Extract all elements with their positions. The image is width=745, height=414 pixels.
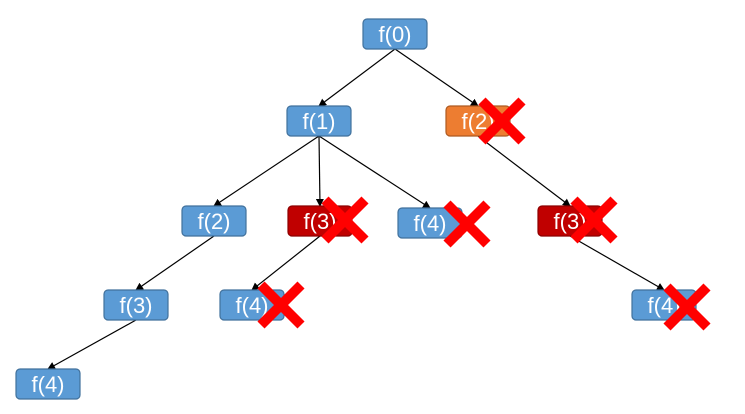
node-label: f(4)	[32, 372, 65, 397]
node-label: f(3)	[120, 293, 153, 318]
edge-n3-n4	[47, 319, 137, 370]
red-cross-icon	[257, 281, 305, 329]
red-cross-icon	[478, 97, 526, 145]
red-cross-icon	[443, 200, 491, 248]
node-n0: f(0)	[362, 18, 428, 50]
cross-stroke	[257, 281, 305, 329]
edge-n0-n2b	[394, 48, 479, 107]
red-cross-icon	[570, 196, 618, 244]
edge-n0-n1	[318, 48, 396, 107]
node-n1: f(1)	[286, 105, 352, 137]
node-label: f(0)	[379, 22, 412, 47]
node-label: f(4)	[236, 293, 269, 318]
node-box	[181, 205, 247, 237]
crosses-layer	[257, 97, 711, 331]
edge-n3a-n4b	[251, 235, 321, 291]
node-label: f(4)	[414, 211, 447, 236]
edge-n2b-n3c	[477, 135, 571, 207]
cross-stroke	[663, 283, 711, 331]
cross-stroke	[443, 200, 491, 248]
node-box	[362, 18, 428, 50]
cross-stroke	[321, 196, 369, 244]
node-box	[103, 289, 169, 321]
node-n2: f(2)	[181, 205, 247, 237]
cross-stroke	[570, 196, 618, 244]
node-n4a: f(4)	[397, 207, 463, 239]
red-cross-icon	[321, 196, 369, 244]
node-box	[15, 368, 81, 400]
edge-n1-n2	[213, 135, 320, 207]
node-label: f(1)	[303, 109, 336, 134]
node-box	[286, 105, 352, 137]
node-label: f(2)	[198, 209, 231, 234]
edge-n1-n3a	[315, 135, 324, 207]
edge-n3c-n4d	[569, 235, 665, 291]
node-n4: f(4)	[15, 368, 81, 400]
cross-stroke	[478, 97, 526, 145]
red-cross-icon	[663, 283, 711, 331]
edge-n2-n3	[135, 235, 215, 291]
node-n3: f(3)	[103, 289, 169, 321]
edge-n1-n4a	[318, 135, 431, 209]
edges-layer	[47, 48, 665, 370]
